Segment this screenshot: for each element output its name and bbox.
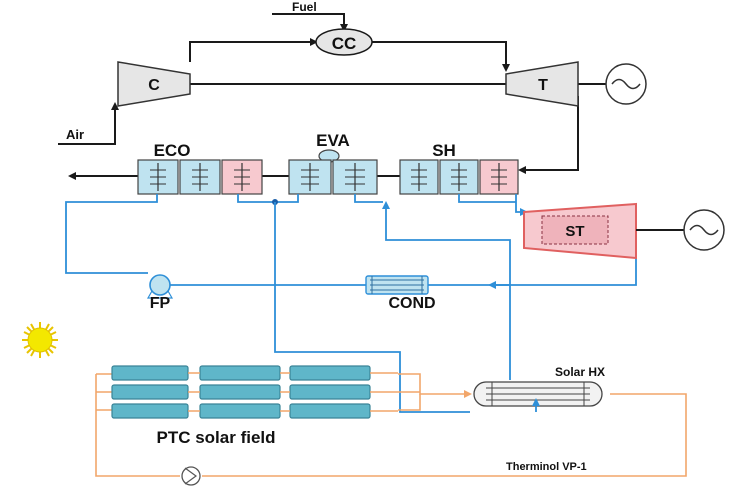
combustion-chamber: CC (315, 28, 373, 56)
economizer (137, 159, 263, 195)
sun-icon (22, 322, 58, 358)
evaporator (288, 149, 378, 195)
combustion-chamber-label: CC (332, 34, 357, 53)
condenser: COND (365, 275, 436, 312)
solar-field-label: PTC solar field (156, 428, 275, 447)
superheater (399, 159, 519, 195)
generator-icon (605, 63, 647, 105)
turbine-label: T (538, 77, 548, 94)
solar-heat-exchanger: Solar HX (473, 365, 605, 412)
air-label: Air (66, 127, 84, 142)
steam-turbine: ST (523, 202, 637, 260)
sh-label: SH (432, 141, 456, 160)
pump-icon (181, 466, 201, 486)
htf-label: Therminol VP-1 (506, 461, 587, 473)
water-steam-lines (65, 194, 637, 413)
compressor: C (117, 61, 191, 107)
generator-icon (683, 209, 725, 251)
gas-cycle-lines (58, 13, 606, 180)
eva-label: EVA (316, 131, 350, 150)
feed-pump-label: FP (150, 295, 171, 312)
eco-label: ECO (154, 141, 191, 160)
fuel-label: Fuel (292, 0, 317, 14)
condenser-label: COND (388, 295, 435, 312)
ptc-solar-field: PTC solar field (111, 365, 398, 447)
htf-lines (95, 373, 687, 477)
steam-turbine-label: ST (565, 223, 584, 240)
pump-icon: FP (146, 274, 174, 312)
compressor-label: C (148, 77, 160, 94)
gas-turbine: T (505, 61, 579, 107)
solar-hx-label: Solar HX (555, 365, 605, 379)
